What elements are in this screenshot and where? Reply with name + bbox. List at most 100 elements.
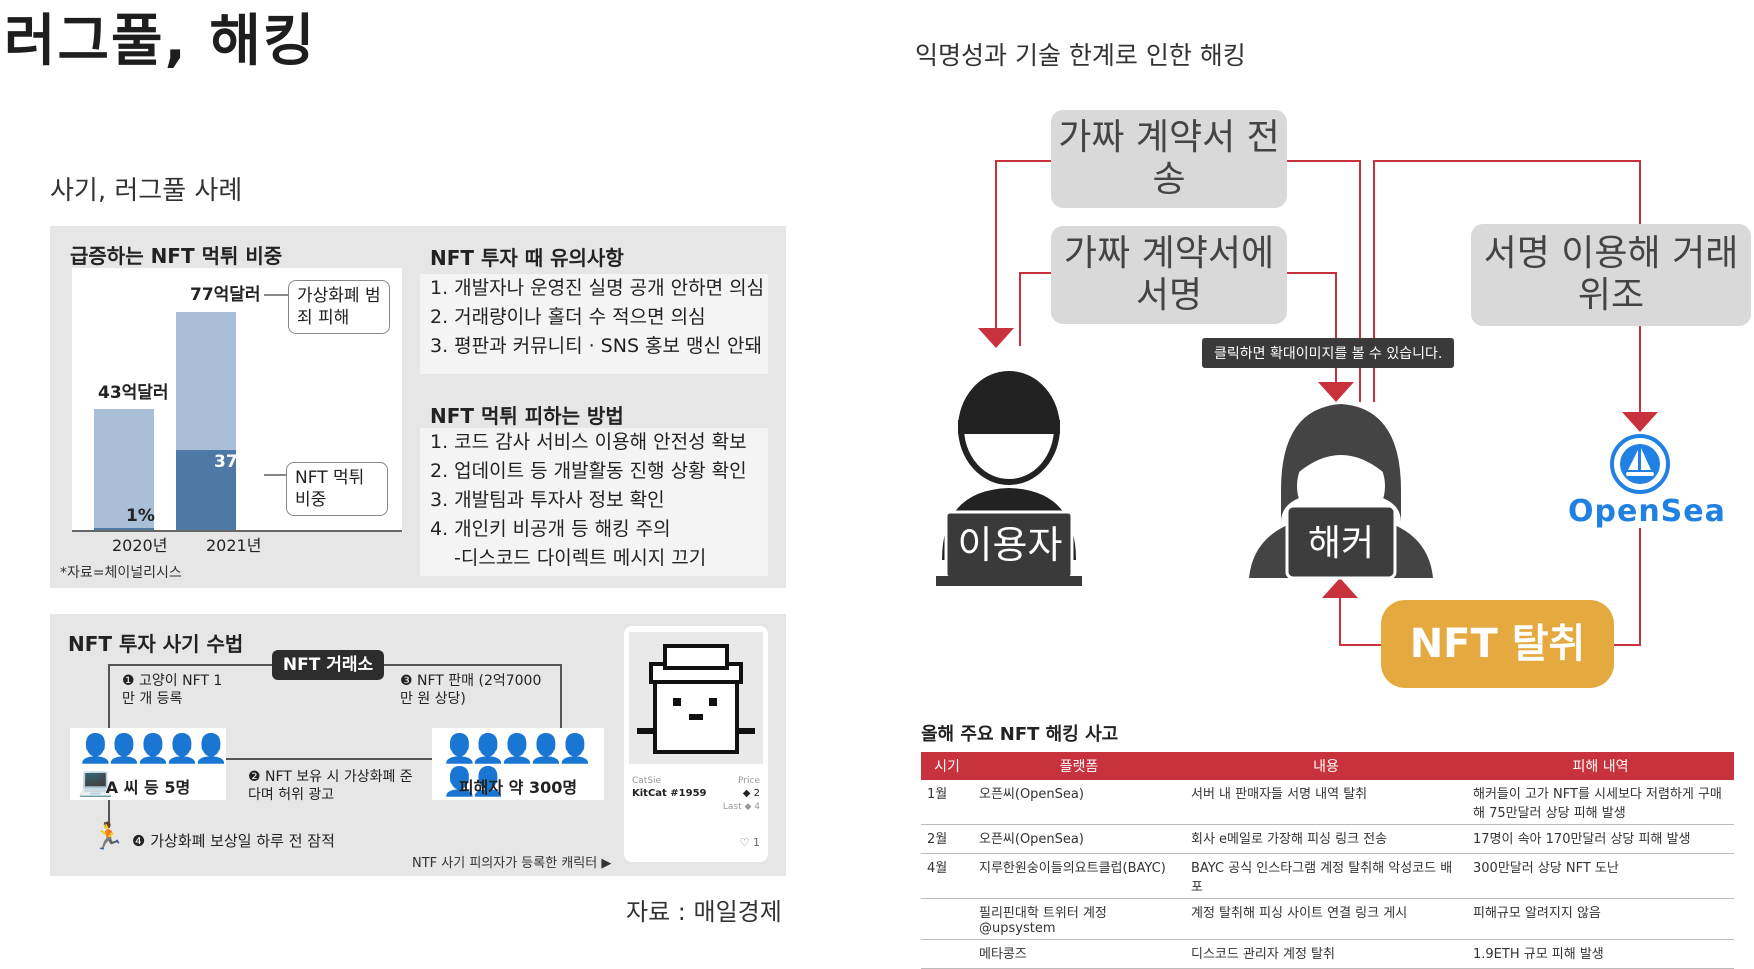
bar-2021-share-label: 37% [214,452,255,472]
nft-cat-card: CatSie KitCat #1959 Price ◆ 2 Last ◆ 4 ♡… [624,626,768,862]
avoid-list: 1. 코드 감사 서비스 이용해 안전성 확보 2. 업데이트 등 개발활동 진… [420,428,768,576]
hack-table-title: 올해 주요 NFT 해킹 사고 [921,724,1119,745]
table-cell: 지루한원숭이들의요트클럽(BAYC) [973,853,1185,899]
table-row: 1월 오픈씨(OpenSea) 서버 내 판매자들 서명 내역 탈취 해커들이 … [921,780,1734,825]
step-2: ❷ NFT 보유 시 가상화폐 준다며 허위 광고 [248,769,413,803]
caution-title: NFT 투자 때 유의사항 [430,246,624,270]
avoid-item: 3. 개발팀과 투자사 정보 확인 [430,489,665,511]
callout-connector [264,474,286,476]
table-cell: 피해규모 알려지지 않음 [1467,898,1734,940]
bar-2020-share-label: 1% [126,506,155,526]
card-price-label: Price [738,776,760,786]
user-icon [936,371,1082,586]
hack-incidents-table: 시기 플랫폼 내용 피해 내역 1월 오픈씨(OpenSea) 서버 내 판매자… [921,752,1734,969]
table-row: 메타콩즈 디스코드 관리자 계정 탈취 1.9ETH 규모 피해 발생 [921,939,1734,969]
people-icon: 👤👤👤👤👤👤👤 [442,732,592,798]
arrow-down-hacker [1318,382,1354,402]
table-cell: 2월 [921,824,973,854]
flow-line [226,758,432,760]
connector-line [1019,272,1021,346]
table-cell: 회사 e메일로 가장해 피싱 링크 전송 [1185,824,1467,854]
bar-2021-share [176,449,236,530]
pixel-cat-image [629,632,763,764]
connector-line [1339,598,1341,646]
connector-line [1287,272,1337,274]
table-cell: 4월 [921,853,973,899]
card-last-price: Last ◆ 4 [722,802,760,812]
card-name-label: CatSie [632,776,662,786]
perpetrators-label: A 씨 등 5명 [105,778,191,797]
opensea-label: OpenSea [1568,494,1726,529]
scam-title: NFT 투자 사기 수법 [68,632,244,656]
bar-2021-total-label: 77억달러 [190,285,261,305]
connector-line [1287,160,1361,162]
flow-line [560,664,562,728]
box-forge-trade: 서명 이용해 거래 위조 [1471,224,1751,326]
column-header: 시기 [921,752,973,780]
perpetrators-box: 👤👤👤👤👤💻 A 씨 등 5명 [70,728,228,800]
avoid-item: -디스코드 다이렉트 메시지 끄기 [454,547,707,569]
avoid-item: 4. 개인키 비공개 등 해킹 주의 [430,518,671,540]
callout-nft-share: NFT 먹튀 비중 [286,462,388,516]
connector-line [1359,160,1361,402]
caution-item: 1. 개발자나 운영진 실명 공개 안하면 의심 [430,277,765,299]
table-cell: 1월 [921,780,973,825]
table-cell: 필리핀대학 트위터 계정 @upsystem [973,898,1185,940]
victims-label: 피해자 약 300명 [458,778,578,797]
opensea-logo-icon [1610,434,1670,494]
table-row: 4월 지루한원숭이들의요트클럽(BAYC) BAYC 공식 인스타그램 계정 탈… [921,853,1734,899]
box-fake-contract-send: 가짜 계약서 전송 [1051,110,1287,208]
bar-2020-total-label: 43억달러 [98,383,169,403]
avoid-item: 2. 업데이트 등 개발활동 진행 상황 확인 [430,460,747,482]
user-label: 이용자 [957,523,1063,567]
chart-baseline [72,530,402,532]
tick-2020: 2020년 [112,536,168,555]
column-header: 플랫폼 [973,752,1185,780]
hacker-icon [1249,404,1433,580]
table-cell: 오픈씨(OpenSea) [973,780,1185,825]
table-cell: 디스코드 관리자 계정 탈취 [1185,939,1467,969]
right-subtitle: 익명성과 기술 한계로 인한 해킹 [915,41,1246,70]
flow-line [108,664,272,666]
callout-connector [264,294,288,296]
bar-2020-total [94,408,154,530]
left-subtitle: 사기, 러그풀 사례 [50,176,243,206]
table-cell: BAYC 공식 인스타그램 계정 탈취해 악성코드 배포 [1185,853,1467,899]
connector-line [1639,160,1641,226]
caution-item: 3. 평판과 커뮤니티 · SNS 홍보 맹신 안돼 [430,335,763,357]
running-person-icon: 🏃 [92,822,125,852]
connector-line [1339,644,1381,646]
column-header: 피해 내역 [1467,752,1734,780]
table-cell [921,939,973,969]
chart-title: 급증하는 NFT 먹튀 비중 [70,244,283,268]
tick-2021: 2021년 [206,536,262,555]
table-row: 필리핀대학 트위터 계정 @upsystem 계정 탈취해 피싱 사이트 연결 … [921,898,1734,940]
enlarge-tooltip[interactable]: 클릭하면 확대이미지를 볼 수 있습니다. [1202,338,1455,368]
table-cell [921,898,973,940]
connector-line [1335,272,1337,382]
card-price: ◆ 2 [742,788,760,799]
step-1: ❶ 고양이 NFT 1만 개 등록 [122,673,223,707]
nft-theft-badge: NFT 탈취 [1381,600,1614,688]
caution-item: 2. 거래량이나 홀더 수 적으면 의심 [430,306,706,328]
people-icon: 👤👤👤👤👤💻 [78,732,228,798]
card-name: KitCat #1959 [632,788,707,799]
table-cell: 오픈씨(OpenSea) [973,824,1185,854]
box-fake-contract-sign: 가짜 계약서에 서명 [1051,226,1287,324]
hacker-label: 해커 [1307,523,1375,564]
arrow-down-user [978,328,1014,348]
table-cell: 서버 내 판매자들 서명 내역 탈취 [1185,780,1467,825]
callout-crypto-damage: 가상화폐 범죄 피해 [288,280,390,334]
table-cell: 해커들이 고가 NFT를 시세보다 저렴하게 구매해 75만달러 상당 피해 발… [1467,780,1734,825]
caution-list: 1. 개발자나 운영진 실명 공개 안하면 의심 2. 거래량이나 홀더 수 적… [420,274,768,374]
source-credit: 자료 : 매일경제 [626,898,782,926]
connector-line [1373,160,1375,402]
table-cell: 17명이 속아 170만달러 상당 피해 발생 [1467,824,1734,854]
exchange-label: NFT 거래소 [272,650,384,680]
table-cell: 1.9ETH 규모 피해 발생 [1467,939,1734,969]
connector-line [1373,160,1641,162]
page-title: 러그풀, 해킹 [4,9,317,74]
connector-line [1639,326,1641,412]
table-cell: 계정 탈취해 피싱 사이트 연결 링크 게시 [1185,898,1467,940]
connector-line [1639,528,1641,646]
